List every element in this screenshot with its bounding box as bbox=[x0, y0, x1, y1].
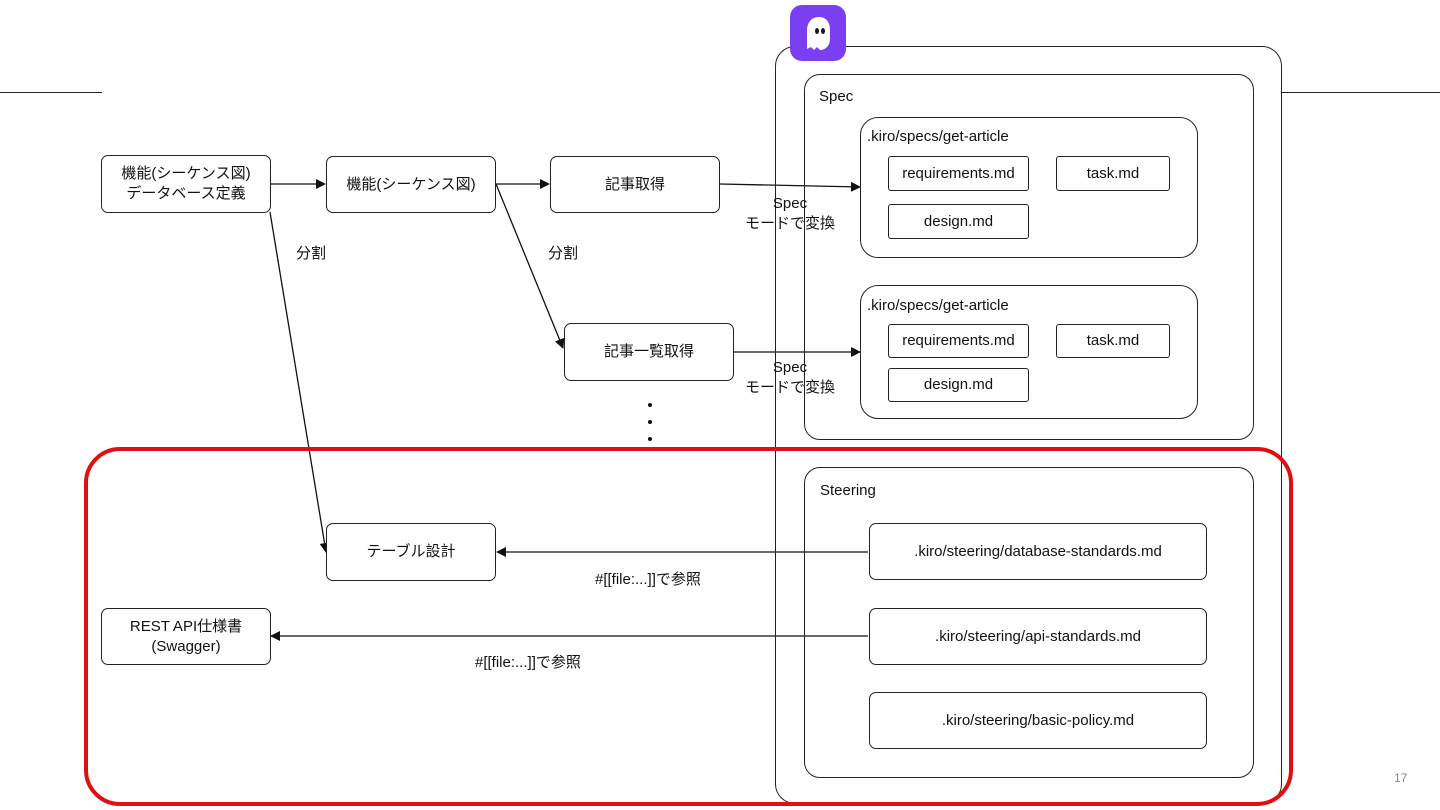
source-design-box[interactable]: 機能(シーケンス図) データベース定義 bbox=[101, 155, 271, 213]
spec1-design-file[interactable]: design.md bbox=[888, 204, 1029, 239]
spec1-requirements-file[interactable]: requirements.md bbox=[888, 156, 1029, 191]
top-right-rule bbox=[1282, 92, 1440, 93]
arrow-article-to-spec1 bbox=[719, 181, 861, 192]
ellipsis-dot-2 bbox=[648, 420, 652, 424]
arrow-source-to-table-design bbox=[269, 211, 330, 553]
page-number: 17 bbox=[1394, 771, 1408, 785]
ghost-icon bbox=[790, 5, 846, 61]
steering-database-standards-file[interactable]: .kiro/steering/database-standards.md bbox=[869, 523, 1207, 580]
top-left-rule bbox=[0, 92, 102, 93]
arrow-sequence-to-article-list bbox=[495, 183, 565, 349]
spec2-task-file[interactable]: task.md bbox=[1056, 324, 1170, 358]
steering-container bbox=[804, 467, 1254, 778]
spec-label: Spec bbox=[819, 88, 854, 105]
ref-label-1: #[[file:...]]で参照 bbox=[595, 571, 701, 588]
spec-group-1 bbox=[860, 117, 1198, 258]
spec-group-1-path: .kiro/specs/get-article bbox=[867, 128, 1009, 145]
spec-group-2 bbox=[860, 285, 1198, 419]
spec2-design-file[interactable]: design.md bbox=[888, 368, 1029, 402]
spec-convert-label-2: Spec モードで変換 bbox=[744, 359, 835, 396]
split-label-2: 分割 bbox=[548, 245, 579, 262]
ghost-icon-svg bbox=[807, 17, 830, 50]
steering-api-standards-file[interactable]: .kiro/steering/api-standards.md bbox=[869, 608, 1207, 665]
spec-convert-label-1: Spec モードで変換 bbox=[744, 195, 835, 232]
table-design-box[interactable]: テーブル設計 bbox=[326, 523, 496, 581]
ellipsis-dot-3 bbox=[648, 437, 652, 441]
steering-label: Steering bbox=[820, 482, 876, 499]
steering-highlight-frame bbox=[84, 447, 1293, 806]
sequence-diagram-box[interactable]: 機能(シーケンス図) bbox=[326, 156, 496, 213]
steering-basic-policy-file[interactable]: .kiro/steering/basic-policy.md bbox=[869, 692, 1207, 749]
ref-label-2: #[[file:...]]で参照 bbox=[475, 654, 581, 671]
article-get-box[interactable]: 記事取得 bbox=[550, 156, 720, 213]
spec2-requirements-file[interactable]: requirements.md bbox=[888, 324, 1029, 358]
rest-api-spec-box[interactable]: REST API仕様書 (Swagger) bbox=[101, 608, 271, 665]
ellipsis-dot-1 bbox=[648, 403, 652, 407]
spec-container bbox=[804, 74, 1254, 440]
spec-group-2-path: .kiro/specs/get-article bbox=[867, 297, 1009, 314]
article-list-get-box[interactable]: 記事一覧取得 bbox=[564, 323, 734, 381]
split-label-1: 分割 bbox=[296, 245, 327, 262]
spec1-task-file[interactable]: task.md bbox=[1056, 156, 1170, 191]
